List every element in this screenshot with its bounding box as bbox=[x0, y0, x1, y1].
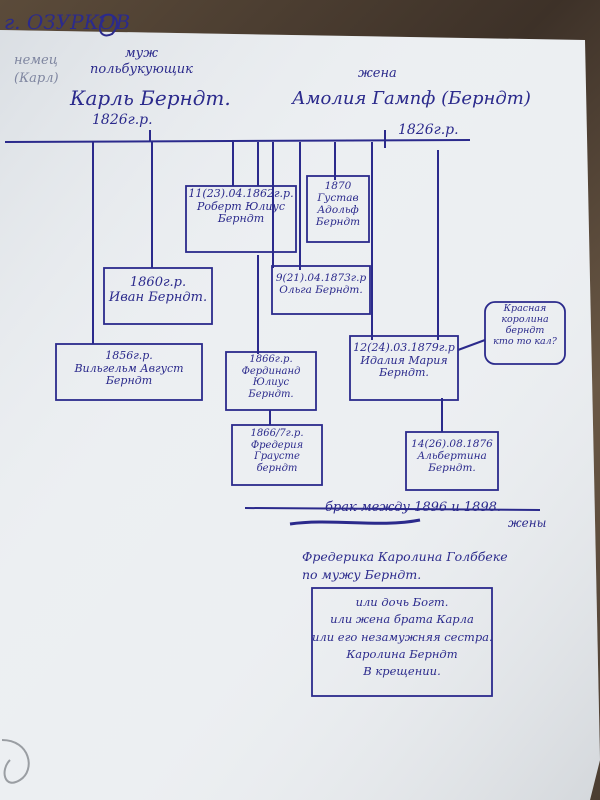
alt-note: или дочь Богт. или жена брата Карла или … bbox=[312, 595, 493, 678]
box-alt-note bbox=[311, 587, 493, 697]
husband-note: муж польбукующик bbox=[90, 46, 193, 78]
generation-line bbox=[4, 139, 471, 143]
box-frederika bbox=[231, 424, 323, 486]
wife-label: жены bbox=[508, 516, 547, 530]
place-name: г. ОЗУРКОВ bbox=[4, 10, 131, 34]
child-gustav: 1870 Густав Адольф Берндт bbox=[315, 180, 361, 229]
paper-clip-icon bbox=[1, 739, 30, 784]
box-red-cross bbox=[484, 301, 566, 365]
side-note: немец (Карл) bbox=[14, 53, 59, 87]
box-idalia bbox=[349, 335, 459, 401]
child-olga: 9(21).04.1873г.р Ольга Берндт. bbox=[275, 272, 367, 297]
child-albertina: 14(26).08.1876 Альбертина Берндт. bbox=[411, 438, 493, 475]
father-name: Карль Берндт. bbox=[70, 86, 231, 110]
child-idalia: 12(24).03.1879г.р Идалия Мария Берндт. bbox=[353, 341, 455, 380]
marriage-line: брак между 1896 и 1898. bbox=[325, 500, 502, 515]
child-frederika: 1866/7г.р. Фредерия Граусте берндт bbox=[250, 428, 304, 474]
scribble bbox=[98, 13, 118, 37]
box-ferdinand bbox=[225, 351, 317, 411]
frederika-husband-note: Фредерика Каролина Голббеке по мужу Берн… bbox=[302, 549, 508, 582]
mother-name: Амолия Гампф (Берндт) bbox=[292, 88, 531, 109]
box-ivan bbox=[103, 267, 213, 325]
child-wilhelm: 1856г.р. Вильгельм Август Берндт bbox=[74, 349, 184, 388]
wife-note: жена bbox=[358, 66, 397, 81]
child-ferdinand: 1866г.р. Фердинанд Юлиус Берндт. bbox=[241, 354, 301, 400]
child-robert: 11(23).04.1862г.р. Роберт Юлиус Берндт bbox=[188, 187, 294, 226]
child-ivan: 1860г.р. Иван Берндт. bbox=[108, 275, 208, 305]
box-gustav bbox=[306, 175, 370, 243]
mother-year: 1826г.р. bbox=[398, 122, 459, 138]
box-wilhelm bbox=[55, 343, 203, 401]
box-robert bbox=[185, 185, 297, 253]
box-albertina bbox=[405, 431, 499, 491]
box-olga bbox=[271, 265, 371, 315]
red-cross-note: Красная королина берндт кто то кал? bbox=[493, 303, 557, 347]
father-year: 1826г.р. bbox=[92, 112, 153, 128]
tree-connectors bbox=[92, 130, 541, 511]
